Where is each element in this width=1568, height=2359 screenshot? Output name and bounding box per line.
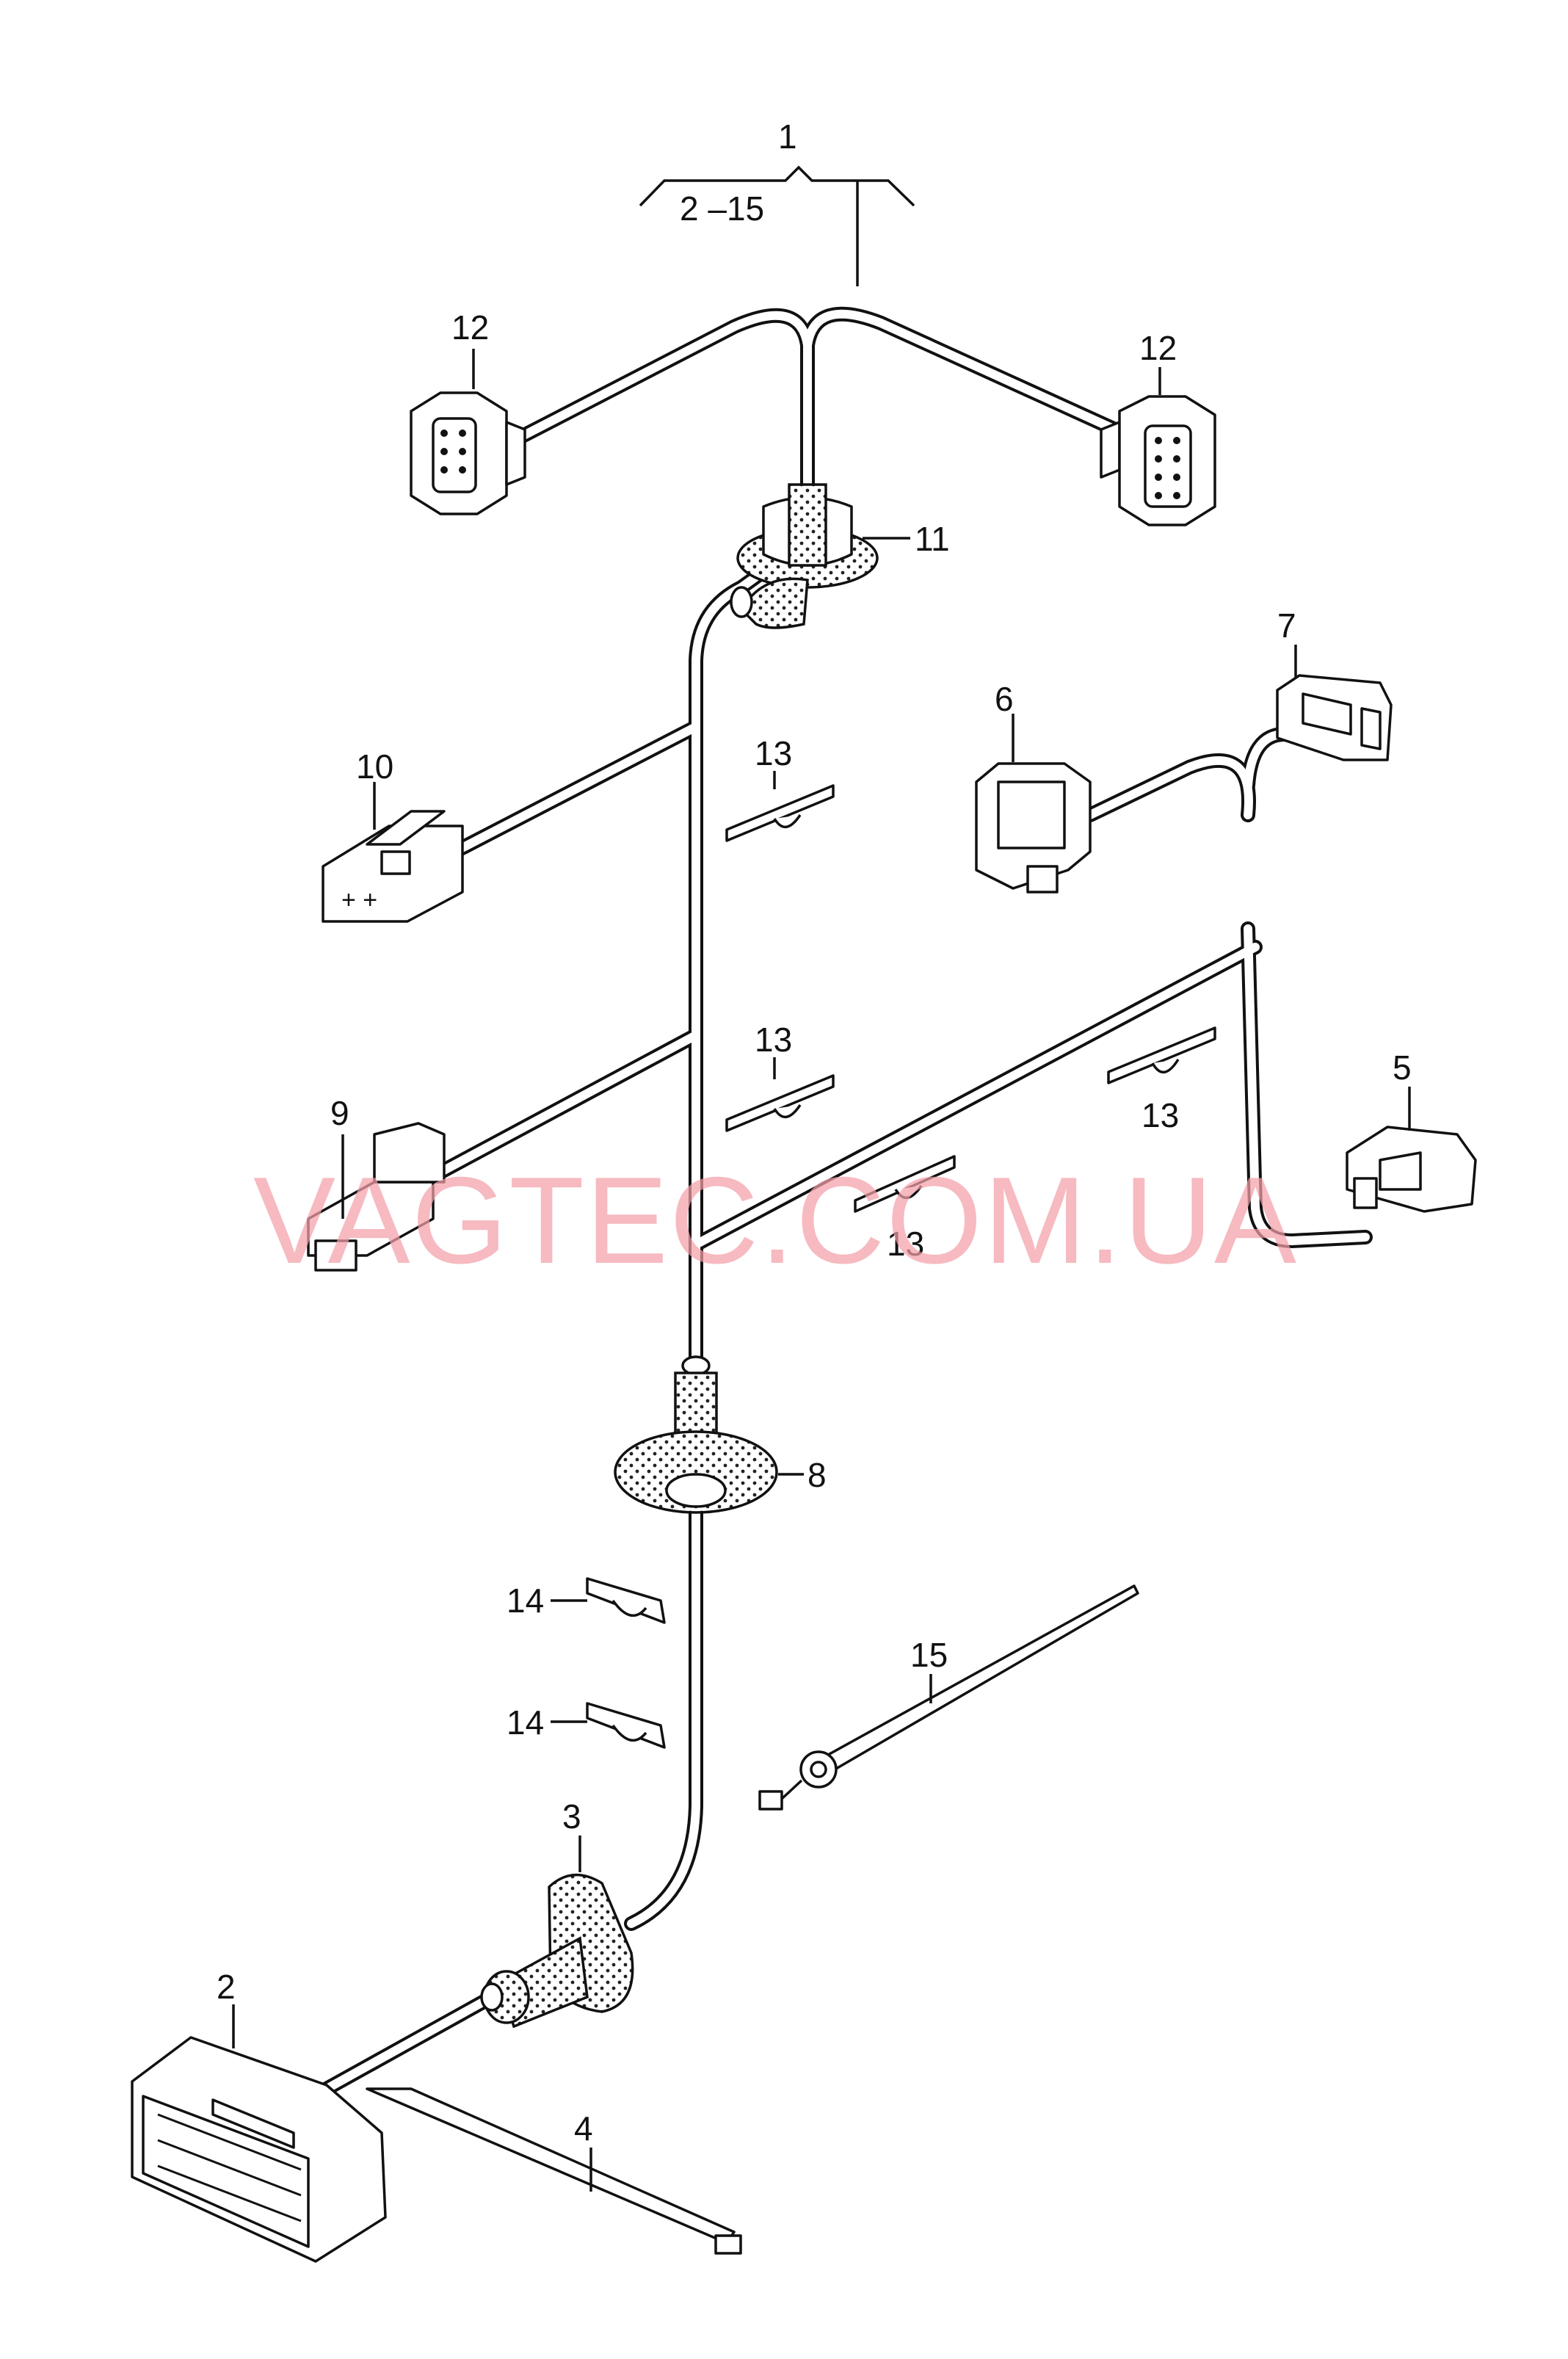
callout-10: 10	[356, 747, 393, 786]
grommet-11	[730, 483, 879, 629]
callout-6: 6	[995, 680, 1014, 718]
callout-13-c: 13	[1141, 1096, 1179, 1134]
callout-7: 7	[1277, 606, 1296, 645]
callout-9: 9	[330, 1094, 349, 1132]
callout-3: 3	[562, 1797, 581, 1836]
cable-tie-15	[758, 1584, 1139, 1811]
group-bracket	[639, 165, 915, 286]
clip-13-b	[725, 1074, 835, 1132]
clip-13-c	[1107, 1026, 1216, 1084]
callout-14-b: 14	[507, 1703, 544, 1742]
callout-13-d: 13	[887, 1225, 924, 1263]
callout-4: 4	[574, 2109, 593, 2148]
callout-13-b: 13	[755, 1021, 792, 1059]
callout-15: 15	[910, 1636, 948, 1674]
cable-tie-4	[366, 2087, 742, 2255]
callout-8: 8	[807, 1456, 827, 1494]
harness-wires	[286, 306, 1373, 2115]
callout-13-a: 13	[755, 734, 792, 772]
connector-9	[307, 1122, 446, 1272]
callout-12-right: 12	[1139, 329, 1177, 367]
grommet-3	[480, 1874, 634, 2029]
connector-2	[131, 2036, 387, 2263]
callout-2: 2	[217, 1968, 236, 2006]
connector-12-left	[410, 391, 526, 515]
callout-14-a: 14	[507, 1581, 544, 1620]
clip-13-a	[725, 784, 835, 842]
grommet-8	[614, 1355, 778, 1514]
callout-11: 11	[915, 520, 950, 558]
connector-5	[1346, 1126, 1477, 1213]
group-label: 1	[778, 117, 797, 156]
svg-text:+ +: + +	[341, 886, 377, 914]
watermark: VAGTEC.COM.UA	[253, 1151, 1298, 1289]
clip-14-b	[586, 1702, 666, 1749]
connector-6	[975, 762, 1092, 894]
connector-10: + +	[322, 810, 464, 923]
clip-14-a	[586, 1577, 666, 1624]
connector-7	[1276, 674, 1393, 761]
callout-12-left: 12	[451, 308, 489, 347]
connector-12-right	[1100, 395, 1216, 526]
clip-13-d	[854, 1155, 956, 1213]
callout-5: 5	[1393, 1048, 1412, 1087]
range-label: 2 –15	[680, 189, 764, 228]
